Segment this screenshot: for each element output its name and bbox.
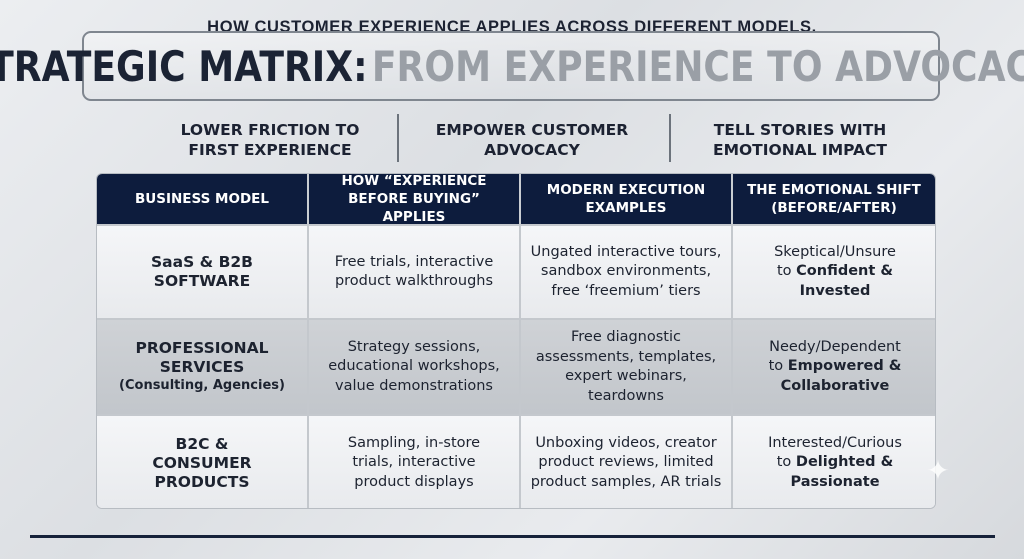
- pillar-empower-advocacy: EMPOWER CUSTOMER ADVOCACY: [402, 120, 662, 160]
- title-dark-part: STRATEGIC MATRIX:: [0, 41, 368, 91]
- pillar-divider: [669, 114, 671, 162]
- title-light-text: FROM EXPERIENCE TO ADVOCACY: [372, 41, 1024, 91]
- column-header-emotional-shift: THE EMOTIONAL SHIFT(BEFORE/AFTER): [733, 174, 935, 224]
- bottom-divider: [30, 535, 995, 538]
- pillar-strip: LOWER FRICTION TO FIRST EXPERIENCE EMPOW…: [0, 114, 1024, 166]
- page-title: STRATEGIC MATRIX: FROM EXPERIENCE TO ADV…: [0, 42, 1024, 91]
- row-saas-model: SaaS & B2B SOFTWARE: [97, 224, 309, 318]
- row-saas-shift: Skeptical/Unsure to Confident & Invested: [733, 224, 935, 318]
- row-b2c-shift: Interested/Curious to Delighted & Passio…: [733, 414, 935, 508]
- row-b2c-model: B2C & CONSUMER PRODUCTS: [97, 414, 309, 508]
- row-services-applies: Strategy sessions,educational workshops,…: [309, 318, 521, 414]
- pillar-tell-stories: TELL STORIES WITH EMOTIONAL IMPACT: [670, 120, 930, 160]
- column-header-business-model: BUSINESS MODEL: [97, 174, 309, 224]
- row-saas-examples: Ungated interactive tours,sandbox enviro…: [521, 224, 733, 318]
- row-services-model: PROFESSIONAL SERVICES (Consulting, Agenc…: [97, 318, 309, 414]
- pillar-divider: [397, 114, 399, 162]
- pillar-line: FIRST EXPERIENCE: [188, 141, 352, 159]
- sparkle-icon: ✦: [926, 454, 950, 487]
- pillar-line: ADVOCACY: [484, 141, 580, 159]
- title-banner: STRATEGIC MATRIX: FROM EXPERIENCE TO ADV…: [0, 31, 1024, 101]
- pillar-line: EMOTIONAL IMPACT: [712, 141, 888, 159]
- pillar-line: LOWER FRICTION TO: [180, 121, 360, 139]
- pillar-line: TELL STORIES WITH: [713, 121, 887, 139]
- row-services-shift: Needy/Dependent to Empowered & Collabora…: [733, 318, 935, 414]
- pillar-line: EMPOWER CUSTOMER: [435, 121, 629, 139]
- pillar-lower-friction: LOWER FRICTION TO FIRST EXPERIENCE: [150, 120, 390, 160]
